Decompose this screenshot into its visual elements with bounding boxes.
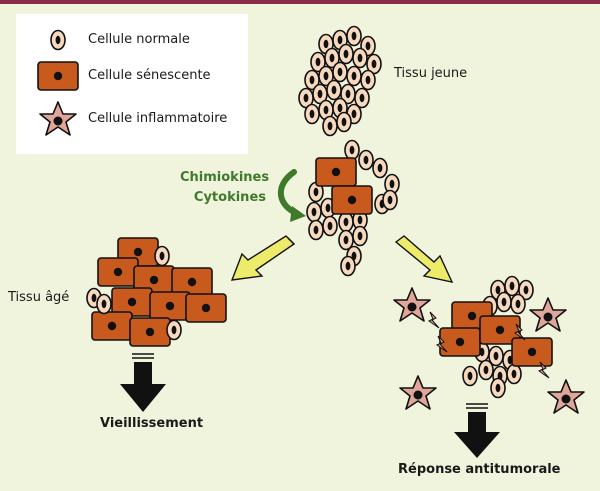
antitumor-label: Réponse antitumorale	[398, 462, 561, 477]
old-tissue-label: Tissu âgé	[8, 290, 70, 305]
young-tissue-cluster	[298, 25, 382, 137]
black-arrow-aging	[120, 353, 166, 412]
cytokines-label: Cytokines	[193, 190, 266, 205]
legend-senescent-label: Cellule sénescente	[88, 68, 211, 83]
aging-label: Vieillissement	[100, 416, 204, 431]
senescent-cell-icon	[37, 61, 79, 91]
yellow-arrow-left	[230, 235, 296, 281]
green-curved-arrow	[277, 169, 306, 222]
inflammatory-cell-icon	[39, 101, 77, 136]
chemokines-label: Chimiokines	[180, 170, 270, 185]
young-tissue-label: Tissu jeune	[394, 66, 468, 81]
black-arrow-antitumor	[454, 403, 500, 458]
old-tissue-cluster	[86, 237, 227, 347]
legend-normal-label: Cellule normale	[88, 32, 190, 47]
antitumor-cluster	[393, 275, 585, 414]
yellow-arrow-right	[394, 235, 454, 283]
normal-cell-icon	[50, 29, 66, 51]
legend-inflammatory-label: Cellule inflammatoire	[88, 111, 228, 126]
top-border	[0, 0, 600, 4]
central-cluster	[306, 139, 400, 277]
